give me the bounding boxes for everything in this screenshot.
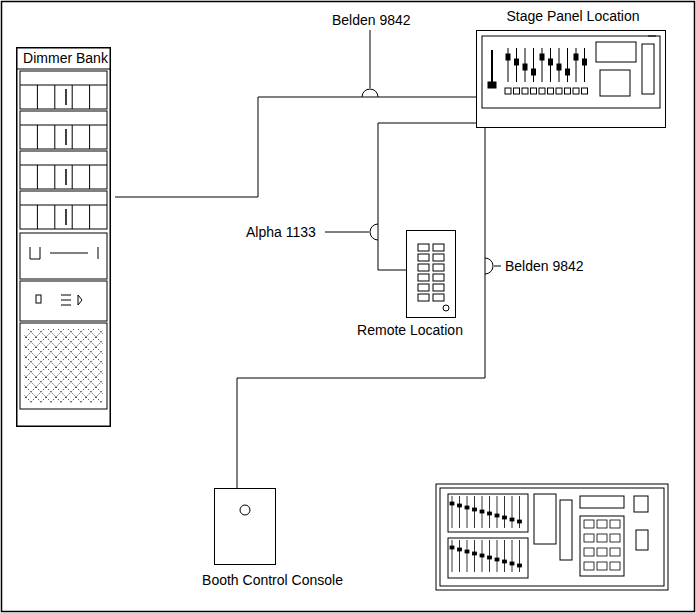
cable-run: [115, 97, 476, 197]
dimmer-rack: Dimmer Bank: [16, 47, 115, 427]
console-illustration: [436, 484, 668, 590]
booth-wall-box: Booth Control Console: [193, 488, 352, 608]
location-label: Booth Control Console: [193, 572, 352, 588]
cable-type-label: Belden 9842: [330, 12, 413, 28]
remote-station: Remote Location: [350, 228, 470, 340]
cable-run: [237, 128, 485, 488]
cable-type-label: Belden 9842: [503, 258, 586, 274]
cable-type-label: Alpha 1133: [244, 224, 318, 240]
booth-wall-box-outline: [214, 488, 276, 565]
location-label: Remote Location: [350, 322, 470, 338]
stage-panel-outline: [476, 30, 666, 128]
dimmer-rack-outline: [16, 47, 111, 427]
location-label: Dimmer Bank: [16, 50, 115, 66]
remote-station-outline: [406, 230, 456, 318]
cable-run: [378, 123, 476, 270]
location-label: Stage Panel Location: [476, 8, 670, 24]
stage-panel: Stage Panel Location: [476, 8, 670, 128]
